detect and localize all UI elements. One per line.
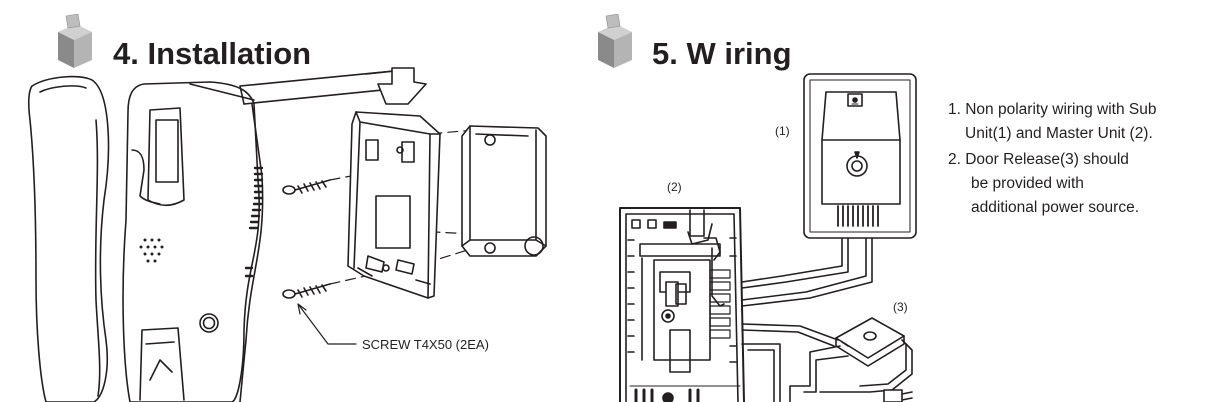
note-line-2: Unit(1) and Master Unit (2). [965, 125, 1153, 142]
installation-cube-icon [58, 14, 92, 68]
master-unit-drawing [122, 81, 264, 402]
handset-drawing [27, 75, 110, 402]
wiring-cube-icon [598, 14, 632, 68]
installation-heading: 4. Installation [113, 36, 312, 71]
master-unit-back-drawing [619, 207, 745, 402]
sub-unit-drawing [803, 73, 917, 239]
mounting-arrow [239, 67, 427, 105]
note-line-3: 2. Door Release(3) should [948, 151, 1129, 168]
screw-label: SCREW T4X50 (2EA) [362, 337, 489, 352]
wiring-heading: 5. W iring [652, 36, 792, 71]
door-release-label: (3) [893, 300, 908, 314]
note-line-5: additional power source. [971, 199, 1140, 216]
door-release-drawing [835, 317, 905, 367]
sub-unit-label: (1) [775, 124, 790, 138]
wall-box-drawing [461, 125, 547, 257]
mounting-bracket-drawing [347, 111, 441, 299]
note-line-4: be provided with [971, 175, 1084, 192]
master-unit-label: (2) [667, 180, 682, 194]
note-line-1: 1. Non polarity wiring with Sub [948, 101, 1157, 118]
screws-drawing [282, 179, 331, 299]
